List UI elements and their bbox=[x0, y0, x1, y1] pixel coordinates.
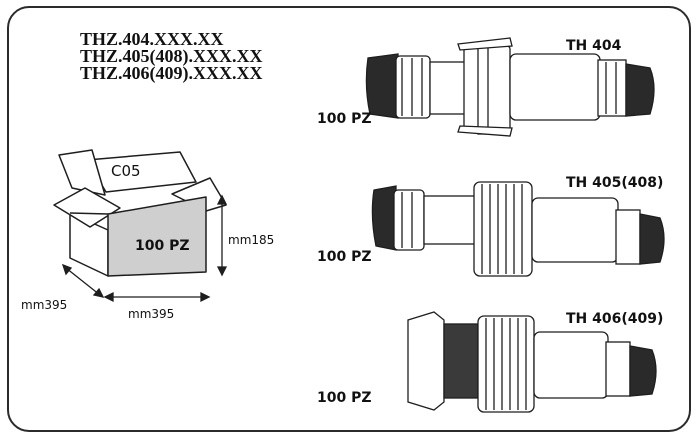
product-codes: THZ.404.XXX.XX THZ.405(408).XXX.XX THZ.4… bbox=[80, 29, 263, 83]
box-height-label: mm185 bbox=[228, 233, 274, 247]
connector-th405-model: TH 405(408) bbox=[566, 175, 664, 191]
product-code-406: THZ.406(409).XXX.XX bbox=[80, 63, 263, 83]
box-width-label: mm395 bbox=[128, 307, 174, 321]
connector-th405-image bbox=[371, 181, 665, 277]
connector-th404-image bbox=[365, 37, 655, 137]
box-front-face bbox=[107, 196, 207, 277]
box-quantity-label: 100 PZ bbox=[135, 238, 190, 254]
connector-th404-quantity: 100 PZ bbox=[317, 111, 372, 127]
box-left-flap-back bbox=[58, 149, 106, 196]
box-code-label: C05 bbox=[111, 162, 141, 180]
connector-th405-quantity: 100 PZ bbox=[317, 249, 372, 265]
depth-dimension-arrow bbox=[65, 267, 101, 296]
box-left-flap bbox=[53, 187, 121, 228]
box-depth-label: mm395 bbox=[21, 298, 67, 312]
connector-th406-model: TH 406(409) bbox=[566, 311, 664, 327]
product-code-404: THZ.404.XXX.XX bbox=[80, 29, 224, 49]
connector-th404-model: TH 404 bbox=[566, 38, 622, 54]
connector-th406-image bbox=[407, 311, 657, 413]
product-code-405: THZ.405(408).XXX.XX bbox=[80, 46, 263, 66]
connector-th406-quantity: 100 PZ bbox=[317, 390, 372, 406]
box-back-flap bbox=[86, 151, 197, 193]
